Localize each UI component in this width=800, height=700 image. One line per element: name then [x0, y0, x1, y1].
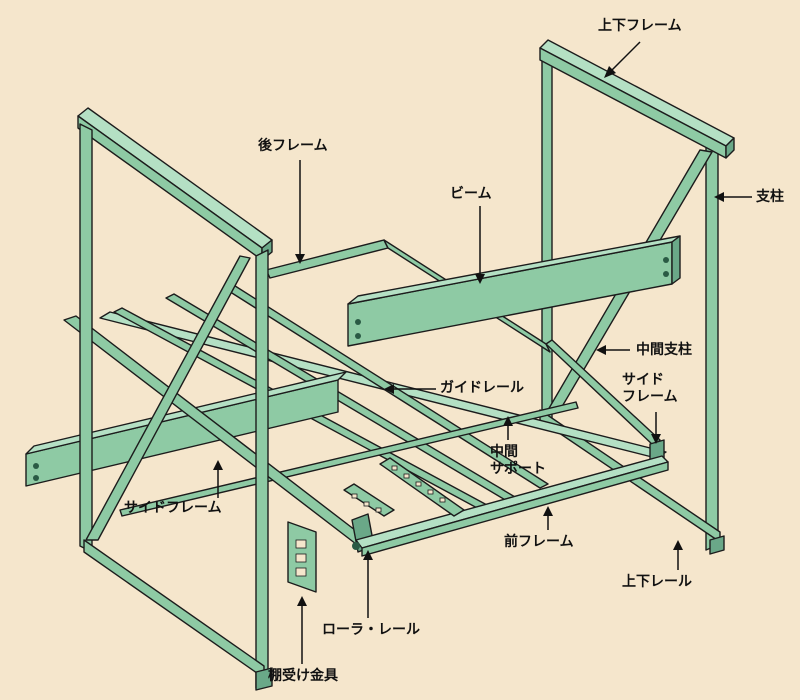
front-frame-face — [361, 461, 669, 557]
strip-hole — [427, 489, 434, 495]
right-frame-post-right — [705, 139, 719, 551]
strip-hole — [391, 465, 398, 471]
beam-hole — [355, 319, 361, 325]
arrowhead — [384, 384, 394, 394]
side-frame-right-rail — [545, 339, 661, 447]
label-rear-frame: 後フレーム — [258, 138, 328, 154]
beam-hole — [663, 257, 669, 263]
slotted-plate-body — [343, 483, 395, 517]
leader-top-bottom-frame — [609, 41, 641, 73]
bracket-slot — [295, 539, 307, 549]
label-shelf-bracket: 棚受け金具 — [268, 668, 338, 684]
label-middle-support: 中間 サポート — [490, 444, 546, 477]
bracket-slot — [295, 553, 307, 563]
bracket-slot — [295, 567, 307, 577]
arrowhead — [596, 345, 606, 355]
left-frame-post-left — [79, 123, 93, 553]
middle-support-bar — [119, 401, 579, 517]
slotted-plate — [343, 483, 395, 517]
top-frame-front-face — [539, 47, 727, 159]
arrowhead — [673, 540, 683, 550]
arrowhead — [604, 66, 616, 78]
left-frame-brace-1 — [85, 255, 251, 541]
left-beam-hole — [33, 475, 39, 481]
left-top-frame-face — [77, 115, 263, 261]
left-bottom-rail — [83, 539, 265, 679]
top-frame-end — [725, 137, 735, 159]
label-top-bottom-rail: 上下レール — [622, 574, 692, 590]
arrowhead — [475, 274, 485, 284]
label-beam: ビーム — [450, 186, 492, 202]
label-roller-rail: ローラ・レール — [322, 622, 420, 638]
label-front-frame: 前フレーム — [504, 534, 574, 550]
left-bottom-foot — [255, 667, 273, 691]
strip-hole — [439, 497, 446, 503]
label-guide-rail: ガイドレール — [440, 380, 524, 396]
leader-lines — [213, 41, 752, 664]
guide-rail-2 — [165, 293, 521, 505]
front-frame-bolt — [352, 542, 360, 550]
strip-hole — [403, 473, 410, 479]
plate-hole — [363, 501, 370, 507]
right-frame-post-left — [541, 51, 553, 421]
beam — [347, 235, 681, 347]
beam-hole — [663, 271, 669, 277]
arrowhead — [295, 254, 305, 264]
plate-hole — [351, 493, 358, 499]
left-column-frame — [77, 107, 273, 691]
label-side-frame-left: サイドフレーム — [124, 500, 222, 516]
plate-hole — [375, 507, 382, 513]
left-top-frame-top — [77, 107, 273, 249]
arrowhead — [714, 192, 724, 202]
middle-support — [119, 401, 579, 517]
bottom-rail-foot — [709, 535, 725, 555]
rear-frame-bar — [265, 239, 389, 279]
arrowhead — [651, 434, 661, 444]
arrowhead — [503, 416, 513, 426]
label-side-frame-right: サイド フレーム — [622, 372, 678, 405]
front-frame — [352, 455, 669, 557]
shelf-bracket — [287, 521, 317, 593]
beam-hole — [355, 333, 361, 339]
beam-end — [671, 235, 681, 285]
perforated-strip — [379, 457, 465, 517]
arrowhead — [543, 506, 553, 516]
left-frame-post-right — [255, 249, 269, 689]
label-middle-column: 中間支柱 — [636, 342, 692, 358]
left-beam-hole — [33, 463, 39, 469]
label-top-bottom-frame: 上下フレーム — [598, 18, 682, 34]
label-column: 支柱 — [756, 189, 784, 205]
arrowhead — [213, 460, 223, 470]
top-frame-top-face — [539, 39, 735, 147]
arrowhead — [363, 550, 373, 560]
arrowhead — [297, 596, 307, 606]
strip-hole — [415, 481, 422, 487]
